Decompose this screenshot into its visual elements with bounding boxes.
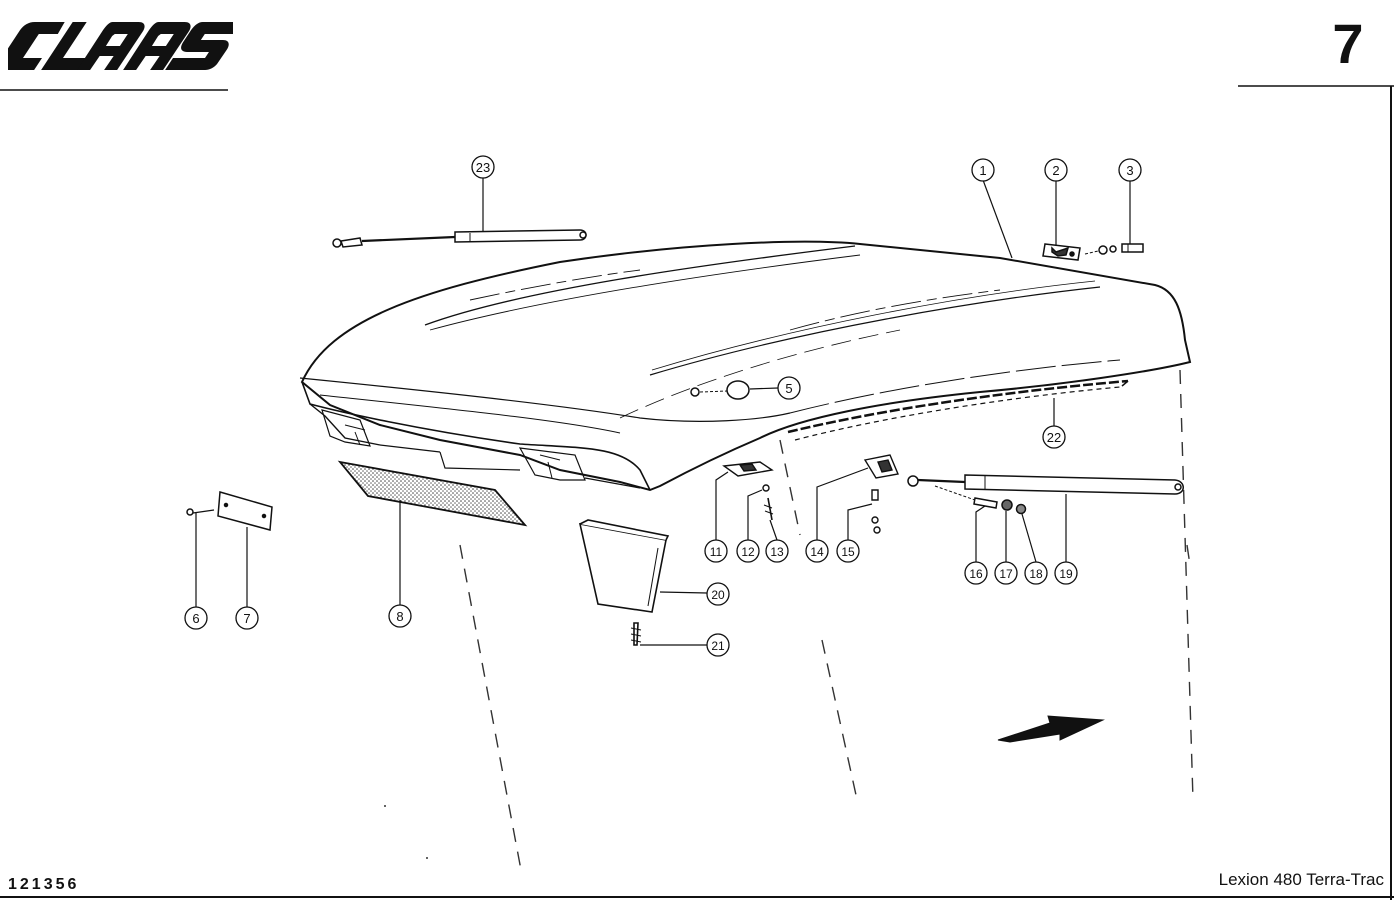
document-number: 121356 — [8, 876, 80, 893]
machine-outline-dashed — [459, 369, 1194, 871]
callout-label: 23 — [476, 160, 490, 175]
callout-23: 23 — [471, 155, 495, 179]
callout-label: 11 — [710, 545, 723, 559]
callout-2: 2 — [1044, 158, 1068, 182]
frame — [0, 85, 1394, 900]
name-plate — [186, 491, 273, 531]
callout-label: 1 — [979, 163, 986, 178]
callout-label: 21 — [711, 639, 725, 653]
callout-label: 22 — [1047, 430, 1061, 445]
callout-7: 7 — [235, 606, 259, 630]
callout-19: 19 — [1054, 561, 1078, 585]
callout-label: 13 — [770, 545, 784, 559]
support-bracket — [578, 519, 670, 646]
callout-13: 13 — [765, 539, 789, 563]
page-number: 7 — [1332, 12, 1364, 75]
callout-1: 1 — [971, 158, 995, 182]
callout-20: 20 — [706, 582, 730, 606]
callout-22: 22 — [1042, 425, 1066, 449]
callout-14: 14 — [805, 539, 829, 563]
callout-18: 18 — [1024, 561, 1048, 585]
callout-6: 6 — [184, 606, 208, 630]
callout-label: 7 — [243, 611, 250, 626]
callout-8: 8 — [388, 604, 412, 628]
gas-strut-side — [907, 474, 1184, 515]
claas-logo — [8, 22, 233, 70]
callout-label: 12 — [741, 545, 755, 559]
callout-5: 5 — [777, 376, 801, 400]
model-name: Lexion 480 Terra-Trac — [1218, 870, 1384, 889]
engine-cover — [299, 240, 1192, 492]
latch-bracket — [722, 461, 774, 521]
callout-11: 11 — [704, 539, 728, 563]
callout-label: 17 — [999, 567, 1013, 581]
callout-label: 14 — [810, 545, 824, 559]
seal-strip — [787, 379, 1129, 441]
callout-16: 16 — [964, 561, 988, 585]
callout-label: 5 — [785, 381, 792, 396]
strut-hinge — [863, 454, 899, 534]
callout-label: 20 — [711, 588, 725, 602]
callout-bubbles: 23 1 2 3 5 22 6 7 8 11 12 13 14 15 16 17… — [184, 155, 1142, 657]
direction-arrow — [997, 715, 1105, 743]
callout-label: 15 — [841, 545, 855, 559]
callout-label: 6 — [192, 611, 199, 626]
grille-panel — [337, 460, 528, 527]
callout-label: 18 — [1029, 567, 1043, 581]
callout-label: 16 — [969, 567, 983, 581]
stray-dots — [384, 805, 428, 859]
callout-label: 8 — [396, 609, 403, 624]
hinge-plate — [1042, 243, 1144, 261]
callout-12: 12 — [736, 539, 760, 563]
leader-lines — [195, 178, 1131, 646]
callout-label: 2 — [1052, 163, 1059, 178]
cover-knob — [690, 380, 750, 400]
callout-label: 19 — [1059, 567, 1073, 581]
gas-strut-top — [332, 229, 587, 248]
callout-21: 21 — [706, 633, 730, 657]
callout-3: 3 — [1118, 158, 1142, 182]
callout-17: 17 — [994, 561, 1018, 585]
callout-15: 15 — [836, 539, 860, 563]
callout-label: 3 — [1126, 163, 1133, 178]
